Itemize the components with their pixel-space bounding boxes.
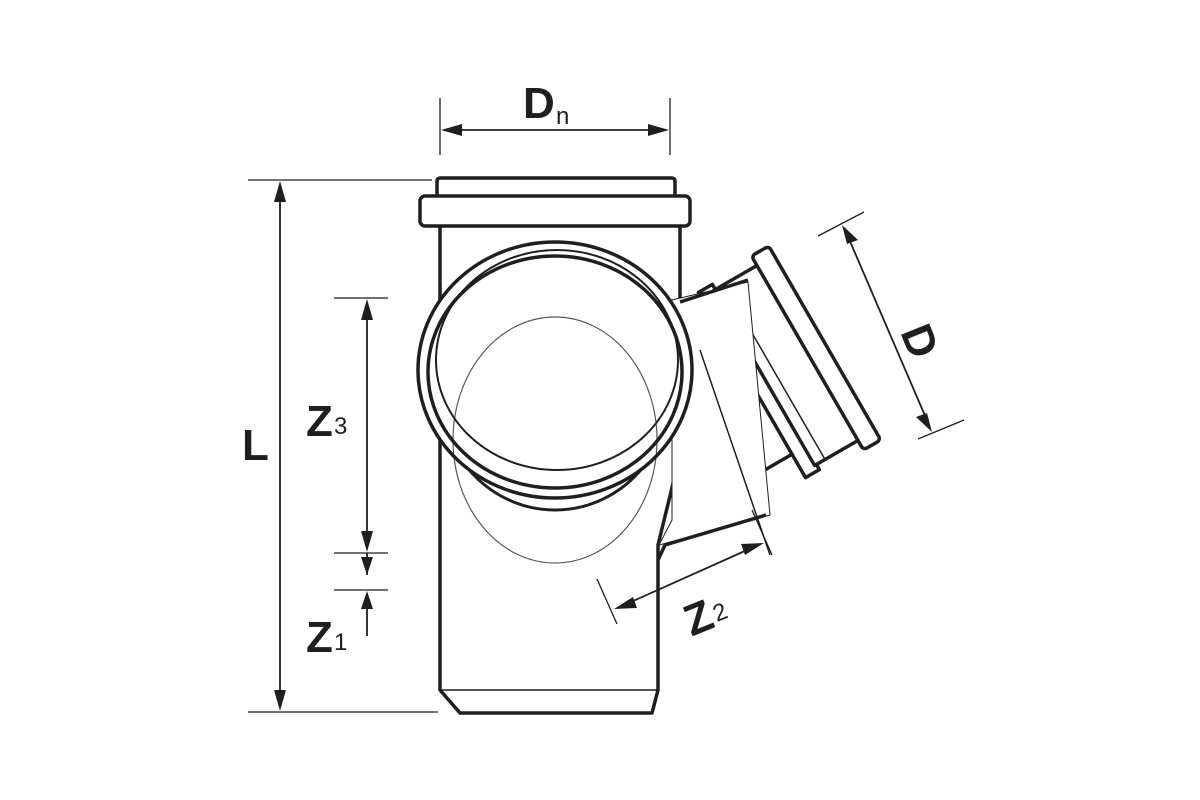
branch-socket-lip [751,245,882,451]
label-dn: D [523,79,555,128]
front-socket-bore [435,249,679,471]
label-l: L [242,421,269,470]
dimension-z3: Z 3 [306,297,388,554]
front-socket-rim [416,240,694,500]
top-socket-ring [418,194,692,228]
label-z1: Z [306,613,333,662]
front-socket-inner-rim [426,254,684,490]
internal-branch-hole [452,316,658,564]
dimension-z1: Z 1 [306,553,388,662]
front-socket [416,240,694,564]
label-z1-sub: 1 [334,629,347,656]
branch-inner-line [699,349,771,556]
label-dn-sub: n [556,103,569,130]
dimension-dn: D n [439,79,671,155]
dimension-l: L [242,179,438,713]
branch-lower-edge [656,513,767,561]
label-z2: Z [677,591,720,647]
label-z3-sub: 3 [334,413,347,440]
label-z3: Z [306,397,333,446]
branch-upper-edge [679,278,749,304]
